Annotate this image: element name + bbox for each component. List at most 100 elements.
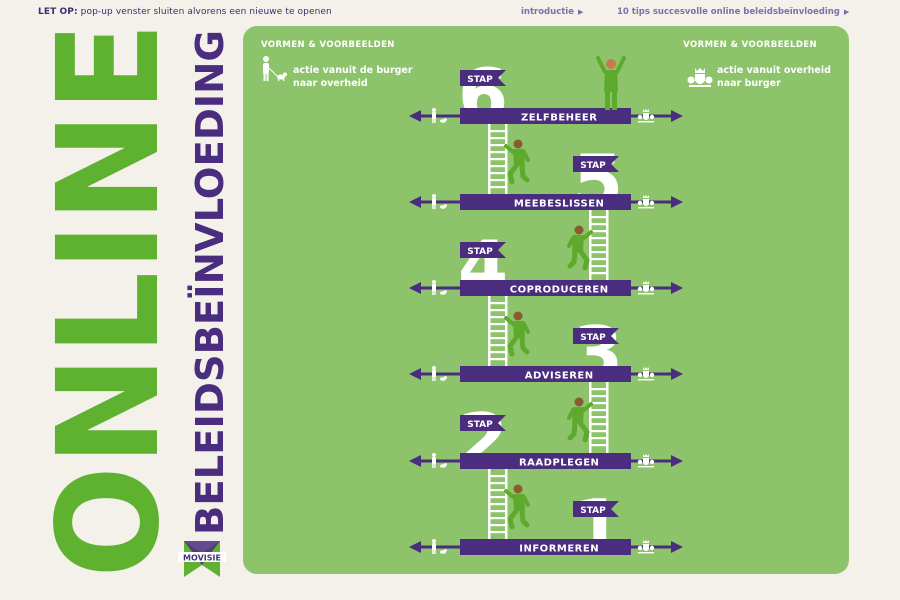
royal-crest-icon (687, 68, 713, 87)
step-label: RAADPLEGEN (519, 458, 599, 469)
arrow-right-icon: ▶ (843, 8, 850, 16)
step-bar[interactable] (460, 453, 631, 469)
royal-crest-icon (637, 540, 655, 554)
nav-link-label: introductie (521, 7, 574, 17)
citizen-with-dog-icon (432, 280, 447, 295)
climbing-person-figure (504, 139, 530, 185)
stap-flag (460, 242, 506, 258)
citizen-with-dog-icon (432, 366, 447, 381)
royal-crest-icon (637, 195, 655, 209)
stap-label: STAP (580, 161, 606, 171)
stap-flag (573, 501, 619, 517)
step-bar[interactable] (460, 194, 631, 210)
arrow-right-icon: ▶ (577, 8, 584, 16)
title-online-text: ONLINE (45, 22, 165, 578)
notice-label: LET OP: (38, 7, 78, 17)
logo-band (178, 552, 226, 562)
stap-flag (573, 328, 619, 344)
nav-link-label: 10 tips succesvolle online beleidsbeïnvl… (617, 7, 840, 17)
citizen-with-dog-icon (432, 539, 447, 554)
stap-flag (460, 70, 506, 86)
stap-label: STAP (467, 75, 493, 85)
nav-link-introductie[interactable]: introductie▶ (521, 7, 583, 17)
citizen-with-dog-icon (432, 194, 447, 209)
step-label: COPRODUCEREN (510, 285, 609, 296)
stap-label: STAP (580, 506, 606, 516)
participation-ladder: 6STAPZELFBEHEER5STAPMEEBESLISSEN4STAPCOP… (409, 53, 683, 568)
step-bar[interactable] (460, 280, 631, 296)
stap-flag (460, 415, 506, 431)
notice-text: pop-up venster sluiten alvorens een nieu… (77, 7, 332, 17)
citizen-with-dog-icon (432, 453, 447, 468)
step-number: 1 (573, 484, 623, 568)
left-legend-line: naar overheid (293, 78, 368, 89)
step-bar[interactable] (460, 366, 631, 382)
royal-crest-icon (637, 367, 655, 381)
title-online: ONLINE (45, 22, 165, 578)
step-number: 6 (458, 53, 508, 137)
popup-notice: LET OP: pop-up venster sluiten alvorens … (38, 7, 332, 17)
ladder-rungs (589, 382, 609, 453)
title-sub-text: BELEIDSBEÏNVLOEDING (188, 30, 227, 535)
ladder-panel: VORMEN & VOORBEELDEN VORMEN & VOORBEELDE… (243, 26, 849, 574)
right-legend-line: actie vanuit overheid (717, 65, 831, 76)
stap-label: STAP (580, 333, 606, 343)
step-number: 3 (573, 311, 623, 395)
left-legend-line: actie vanuit de burger (293, 65, 413, 76)
citizen-with-dog-icon (432, 108, 447, 123)
nav-link-tips[interactable]: 10 tips succesvolle online beleidsbeïnvl… (617, 7, 849, 17)
logo-text: MOVISIE (183, 554, 221, 563)
citizen-with-dog-icon (263, 56, 287, 81)
right-legend-line: naar burger (717, 78, 781, 89)
arrow-left-icon (409, 541, 421, 553)
arrow-left-icon (409, 110, 421, 122)
step-bar[interactable] (460, 108, 631, 124)
arrow-right-icon (671, 282, 683, 294)
ladder-rungs (589, 210, 609, 280)
left-legend: actie vanuit de burger naar overheid (293, 64, 413, 90)
arrow-right-icon (671, 541, 683, 553)
royal-crest-icon (637, 454, 655, 468)
stap-flag (573, 156, 619, 172)
arrow-right-icon (671, 455, 683, 467)
step-bar[interactable] (460, 539, 631, 555)
climbing-person-figure (504, 311, 530, 357)
step-label: MEEBESLISSEN (514, 199, 605, 210)
title-beleidsbeinvloeding: BELEIDSBEÏNVLOEDING (188, 30, 227, 535)
step-label: INFORMEREN (519, 544, 599, 555)
step-label: ZELFBEHEER (521, 113, 597, 124)
ladder-rungs (488, 469, 508, 539)
step-number: 5 (573, 139, 623, 223)
cheering-person-figure (596, 56, 626, 110)
arrow-left-icon (409, 455, 421, 467)
stap-label: STAP (467, 247, 493, 257)
movisie-logo[interactable]: MOVISIE (178, 535, 226, 583)
ladder-rungs (488, 124, 508, 194)
step-label: ADVISEREN (525, 371, 594, 382)
step-number: 4 (458, 225, 508, 309)
arrow-right-icon (671, 196, 683, 208)
ladder-rungs (488, 296, 508, 366)
royal-crest-icon (637, 281, 655, 295)
climbing-person-figure (504, 484, 530, 530)
royal-crest-icon (637, 109, 655, 123)
step-number: 2 (458, 398, 508, 482)
right-legend: actie vanuit overheid naar burger (717, 64, 831, 90)
climbing-person-figure (567, 397, 593, 443)
stap-label: STAP (467, 420, 493, 430)
arrow-left-icon (409, 282, 421, 294)
arrow-left-icon (409, 196, 421, 208)
left-column-heading: VORMEN & VOORBEELDEN (261, 40, 395, 50)
right-column-heading: VORMEN & VOORBEELDEN (683, 40, 817, 50)
arrow-left-icon (409, 368, 421, 380)
climbing-person-figure (567, 225, 593, 271)
arrow-right-icon (671, 368, 683, 380)
arrow-right-icon (671, 110, 683, 122)
